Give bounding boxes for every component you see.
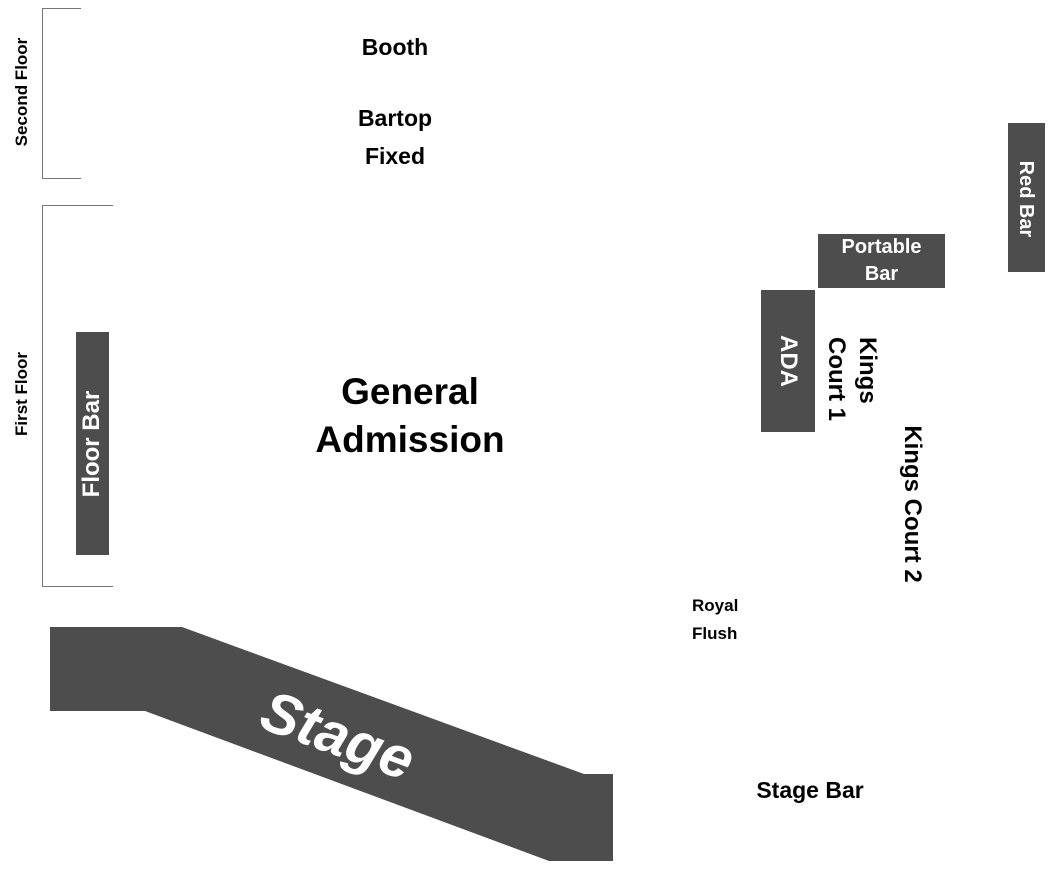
stage-shape xyxy=(50,627,613,861)
section-stage-bar[interactable]: Stage Bar xyxy=(756,776,864,803)
section-ada[interactable] xyxy=(761,290,815,432)
ada-label: ADA xyxy=(775,335,802,387)
general-admission-line1: General xyxy=(341,371,479,412)
section-royal-flush[interactable]: Royal Flush xyxy=(692,592,772,648)
royal-flush-line2: Flush xyxy=(692,624,738,643)
section-bartop[interactable]: Bartop xyxy=(357,104,433,131)
section-fixed[interactable]: Fixed xyxy=(364,142,426,169)
royal-flush-line1: Royal xyxy=(692,596,739,615)
section-floor-bar[interactable] xyxy=(76,332,109,555)
portable-bar-line1: Portable xyxy=(841,236,922,258)
general-admission-line2: Admission xyxy=(315,419,505,460)
second-floor-bracket xyxy=(42,8,81,179)
section-general-admission[interactable]: General Admission xyxy=(260,366,560,466)
section-red-bar[interactable] xyxy=(1008,123,1045,272)
section-kings-court-2[interactable]: Kings Court 2 xyxy=(899,425,926,583)
section-kings-court-1[interactable]: Kings Court 1 xyxy=(817,337,883,477)
red-bar-label: Red Bar xyxy=(1015,160,1038,238)
first-floor-bracket xyxy=(42,205,113,587)
portable-bar-line2: Bar xyxy=(864,263,899,285)
kings-court-1-line1: Kings xyxy=(854,337,881,404)
section-booth[interactable]: Booth xyxy=(361,33,429,60)
kings-court-1-line2: Court 1 xyxy=(823,337,850,421)
section-portable-bar[interactable]: Portable Bar xyxy=(818,234,945,288)
